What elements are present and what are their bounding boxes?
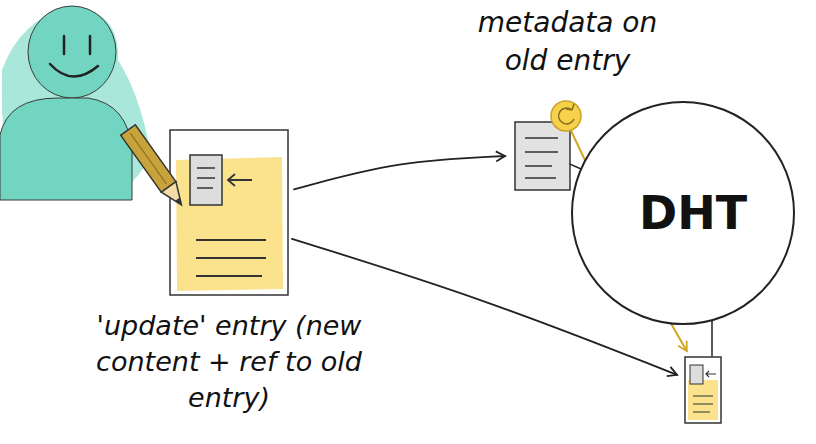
document-node: 'update' entry (new content + ref to old… [170, 130, 288, 295]
document-node: metadata on old entry [515, 122, 570, 190]
new-entry-doc [685, 357, 721, 423]
page-lines [693, 396, 713, 412]
entry-label: metadata on old entry [460, 4, 675, 80]
ref-arrow [228, 174, 252, 186]
page-lines [525, 138, 558, 178]
page-lines [197, 168, 215, 188]
person-eyes [64, 36, 90, 54]
new-entry-fill [688, 380, 718, 420]
metadata-icon-symbol [559, 104, 574, 124]
circle-label: DHT [590, 185, 796, 241]
ref-doc [690, 365, 703, 384]
old-entry-doc [515, 122, 570, 190]
connector [570, 164, 581, 169]
connector [711, 320, 713, 356]
entry-label: 'update' entry (new content + ref to old… [79, 308, 379, 416]
person-body [0, 98, 132, 200]
page-lines [196, 240, 266, 276]
dht-circle: DHT [570, 100, 796, 326]
connector [294, 156, 505, 189]
person-smile [50, 64, 98, 77]
person-head [28, 6, 116, 98]
update-entry-page [170, 130, 288, 295]
ref-doc [190, 155, 222, 205]
document-node [685, 357, 721, 423]
metadata-icon [551, 101, 581, 131]
pencil [121, 125, 189, 210]
ref-arrow [706, 371, 716, 377]
